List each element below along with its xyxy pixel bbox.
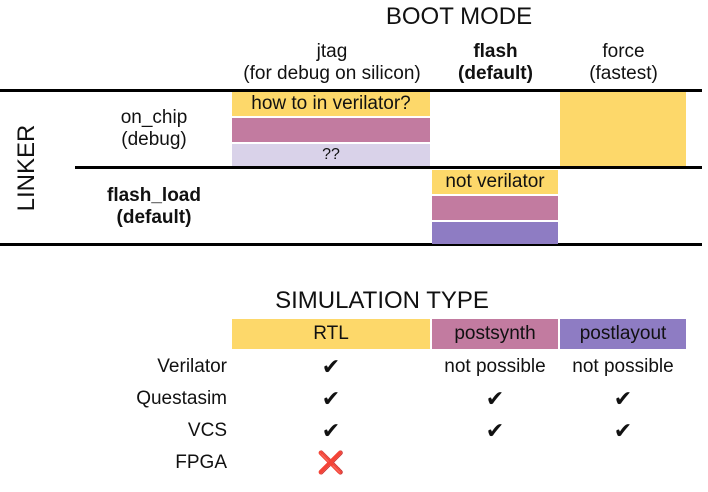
sim-cell-verilator-postsynth: not possible	[444, 356, 546, 377]
check-icon: ✔	[321, 386, 341, 411]
row-label: on_chip	[120, 107, 188, 128]
block-flash-flashload-postsynth	[432, 196, 558, 220]
block-flash-flashload-rtl: not verilator	[432, 170, 558, 194]
linker-title: LINKER	[13, 124, 40, 212]
boot-mode-column-flash: flash (default)	[432, 41, 559, 85]
linker-row-flash-load: flash_load (default)	[90, 185, 218, 229]
simulation-type-title: SIMULATION TYPE	[275, 287, 489, 314]
column-label: jtag	[316, 41, 348, 62]
column-label: flash	[473, 41, 518, 62]
sim-column-postsynth: postsynth	[432, 319, 558, 349]
boot-mode-column-force: force (fastest)	[560, 41, 687, 85]
column-sublabel: (default)	[458, 63, 533, 84]
check-icon: ✔	[321, 418, 341, 443]
row-sublabel: (default)	[116, 207, 192, 228]
sim-row-label-vcs: VCS	[187, 420, 227, 441]
block-flash-flashload-postlayout	[432, 222, 558, 244]
linker-row-on-chip: on_chip (debug)	[90, 107, 218, 151]
block-jtag-onchip-rtl: how to in verilator?	[232, 92, 430, 116]
check-icon: ✔	[321, 354, 341, 379]
block-force-onchip-rtl	[560, 92, 686, 166]
column-sublabel: (for debug on silicon)	[243, 63, 421, 84]
row-label: flash_load	[107, 185, 201, 206]
column-label: force	[602, 41, 645, 62]
check-icon: ✔	[613, 418, 633, 443]
column-label: RTL	[313, 323, 349, 344]
boot-mode-title: BOOT MODE	[385, 3, 533, 30]
block-label: how to in verilator?	[251, 93, 411, 114]
row-sublabel: (debug)	[121, 129, 187, 150]
sim-column-rtl: RTL	[232, 319, 430, 349]
check-icon: ✔	[485, 386, 505, 411]
block-label: ??	[322, 146, 340, 163]
divider-bottom	[0, 243, 702, 246]
sim-cell-verilator-postlayout: not possible	[572, 356, 674, 377]
divider-middle	[75, 166, 702, 169]
sim-row-label-verilator: Verilator	[157, 356, 227, 377]
block-jtag-onchip-unknown: ??	[232, 144, 430, 166]
sim-column-postlayout: postlayout	[560, 319, 686, 349]
divider-top	[0, 89, 702, 92]
cross-icon: ❌	[317, 450, 345, 475]
column-label: postlayout	[579, 323, 667, 344]
column-label: postsynth	[454, 323, 536, 344]
check-icon: ✔	[613, 386, 633, 411]
boot-mode-column-jtag: jtag (for debug on silicon)	[232, 41, 432, 85]
column-sublabel: (fastest)	[589, 63, 658, 84]
sim-row-label-questasim: Questasim	[136, 388, 227, 409]
check-icon: ✔	[485, 418, 505, 443]
block-jtag-onchip-postsynth	[232, 118, 430, 142]
block-label: not verilator	[445, 171, 545, 192]
sim-row-label-fpga: FPGA	[175, 452, 227, 473]
